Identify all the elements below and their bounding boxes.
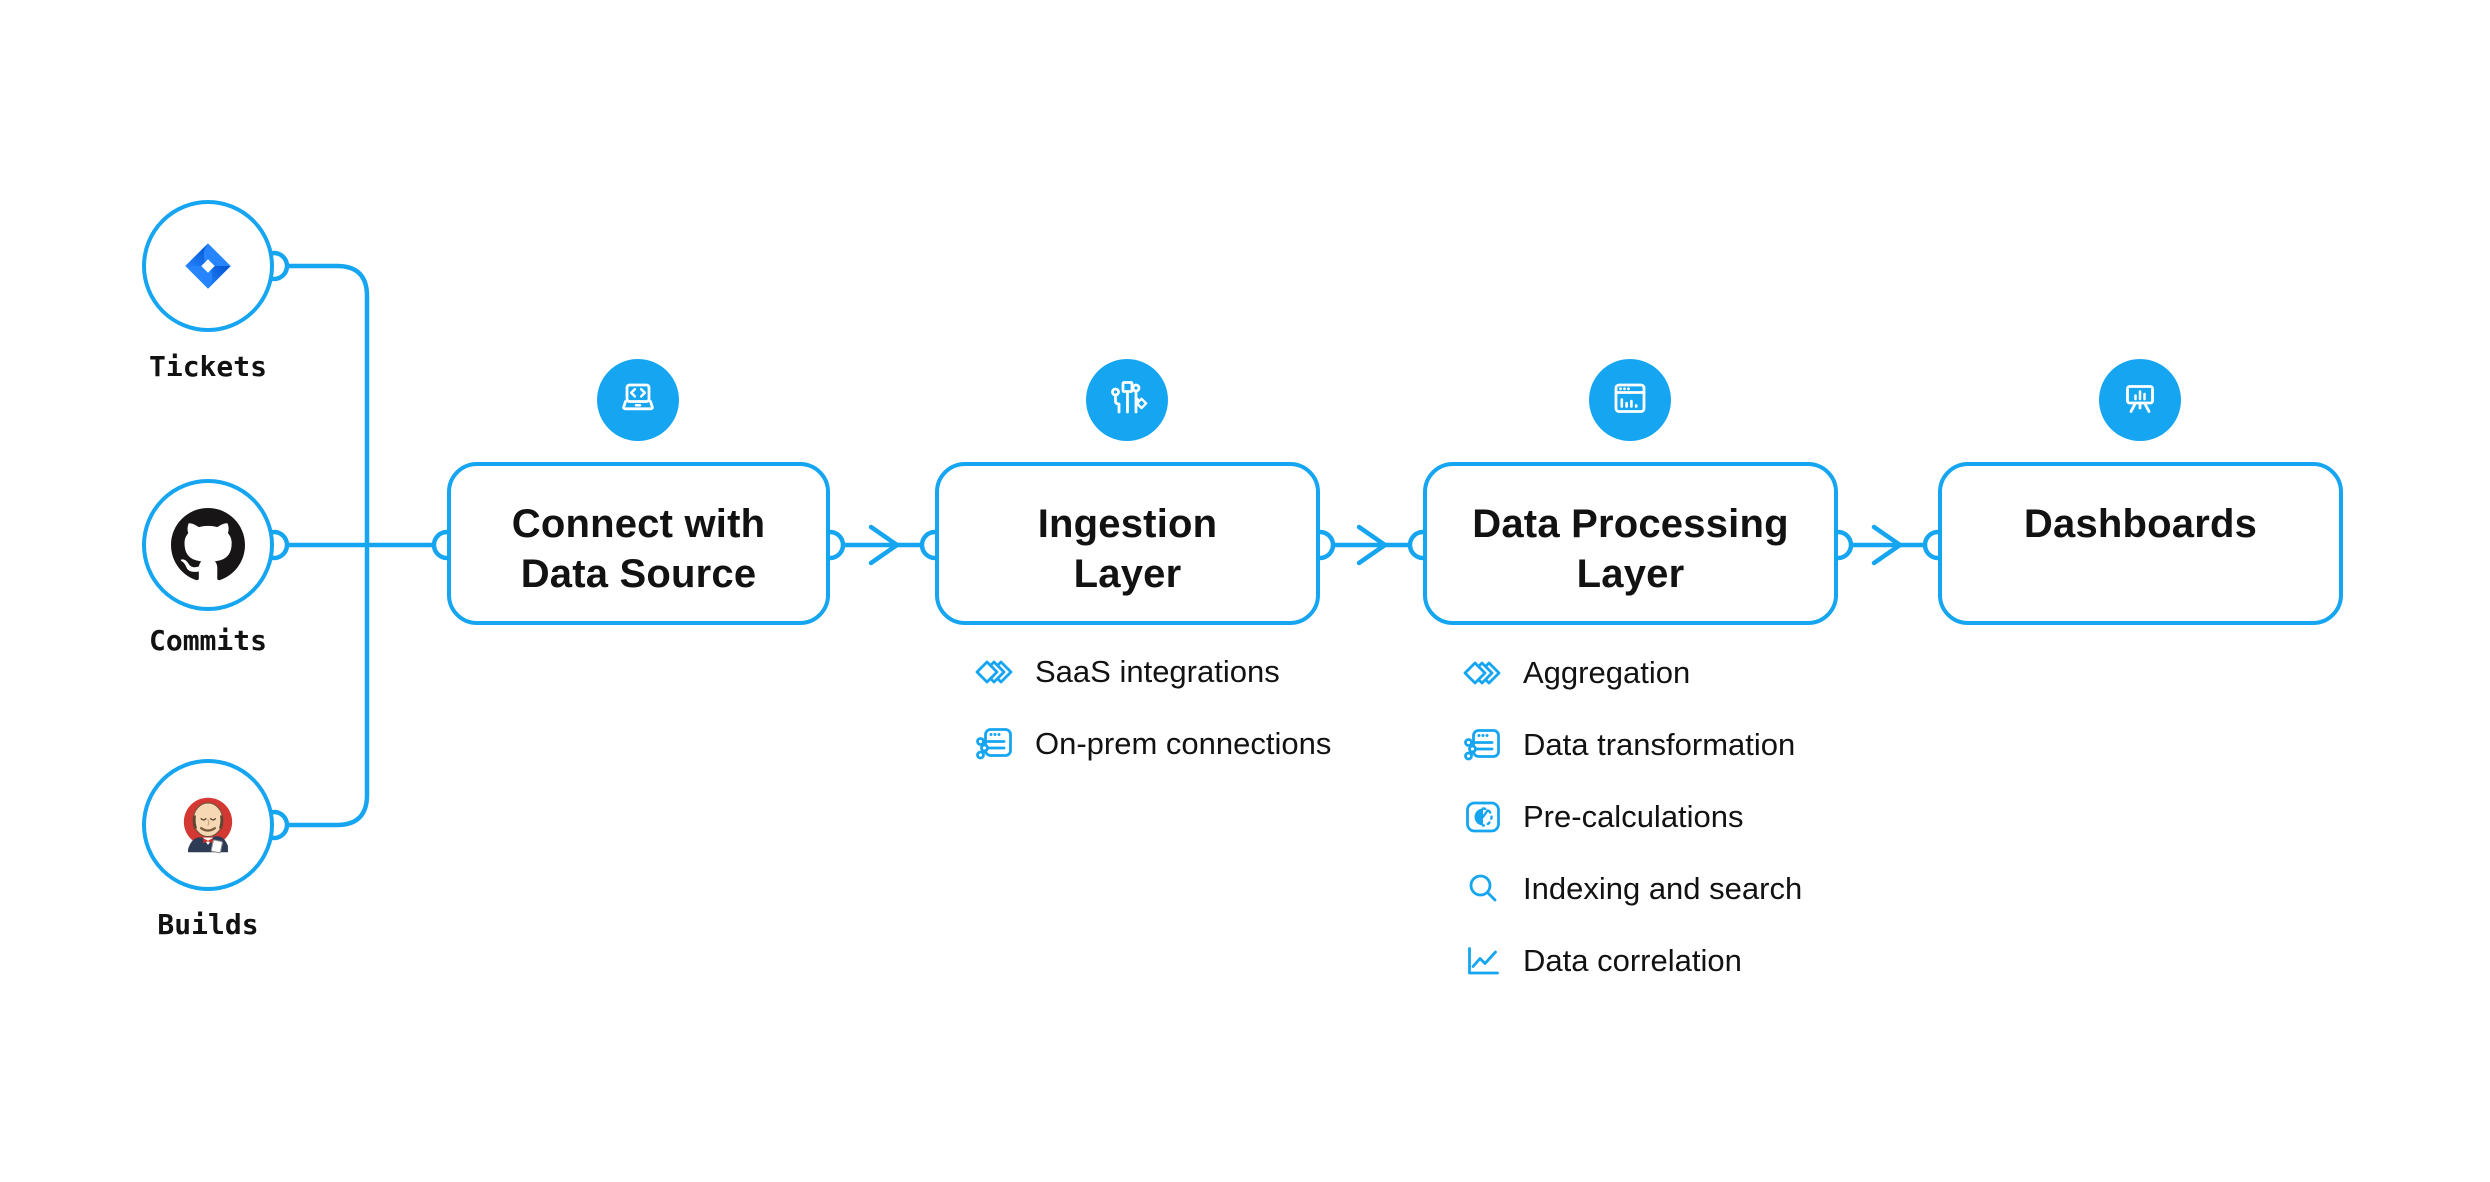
list-item-label: Pre-calculations [1523, 799, 1744, 834]
source-node-builds [142, 759, 274, 891]
stacked-diamonds-icon [1461, 651, 1505, 695]
github-icon [171, 508, 245, 581]
arrowhead-icon [1871, 524, 1903, 566]
jenkins-icon [183, 797, 233, 854]
list-item: Pre-calculations [1461, 795, 1802, 839]
list-item: Data correlation [1461, 939, 1802, 983]
list-item: SaaS integrations [973, 650, 1331, 694]
window-sliders-icon [1461, 723, 1505, 767]
stage-title: Ingestion Layer [1037, 501, 1218, 596]
list-item: Data transformation [1461, 723, 1802, 767]
stage-box-ingestion: Ingestion Layer [935, 462, 1320, 625]
source-label-commits: Commits [148, 624, 267, 657]
source-node-commits [142, 479, 274, 611]
source-label-tickets: Tickets [148, 350, 267, 383]
list-item-label: Aggregation [1523, 655, 1691, 690]
list-item: On-prem connections [973, 722, 1331, 766]
list-item-label: SaaS integrations [1035, 654, 1280, 689]
list-item-label: Data transformation [1523, 727, 1796, 762]
search-icon [1461, 867, 1505, 911]
stage-title: Connect with Data Source [511, 501, 766, 596]
stage-box-dashboards: Dashboards [1938, 462, 2343, 625]
list-item-label: Indexing and search [1523, 871, 1803, 906]
laptop-code-icon [597, 359, 679, 441]
list-item-label: On-prem connections [1035, 726, 1332, 761]
list-item: Indexing and search [1461, 867, 1802, 911]
line-chart-icon [1461, 939, 1505, 983]
window-sliders-icon [973, 722, 1017, 766]
arrowhead-icon [1356, 524, 1388, 566]
arrowhead-icon [868, 524, 900, 566]
ingestion-feature-list: SaaS integrations On-prem connections [973, 650, 1331, 766]
stage-title: Data Processing Layer [1472, 501, 1789, 596]
presentation-chart-icon [2099, 359, 2181, 441]
stage-title: Dashboards [2023, 501, 2258, 546]
stage-box-connect: Connect with Data Source [447, 462, 830, 625]
jira-icon [185, 243, 231, 289]
stage-box-processing: Data Processing Layer [1423, 462, 1838, 625]
processing-feature-list: Aggregation Data transformation [1461, 651, 1802, 983]
gauge-icon [1461, 795, 1505, 839]
source-node-tickets [142, 200, 274, 332]
circuit-branch-icon [1086, 359, 1168, 441]
window-chart-icon [1589, 359, 1671, 441]
list-item-label: Data correlation [1523, 943, 1742, 978]
stacked-diamonds-icon [973, 650, 1017, 694]
list-item: Aggregation [1461, 651, 1802, 695]
source-label-builds: Builds [157, 908, 259, 941]
